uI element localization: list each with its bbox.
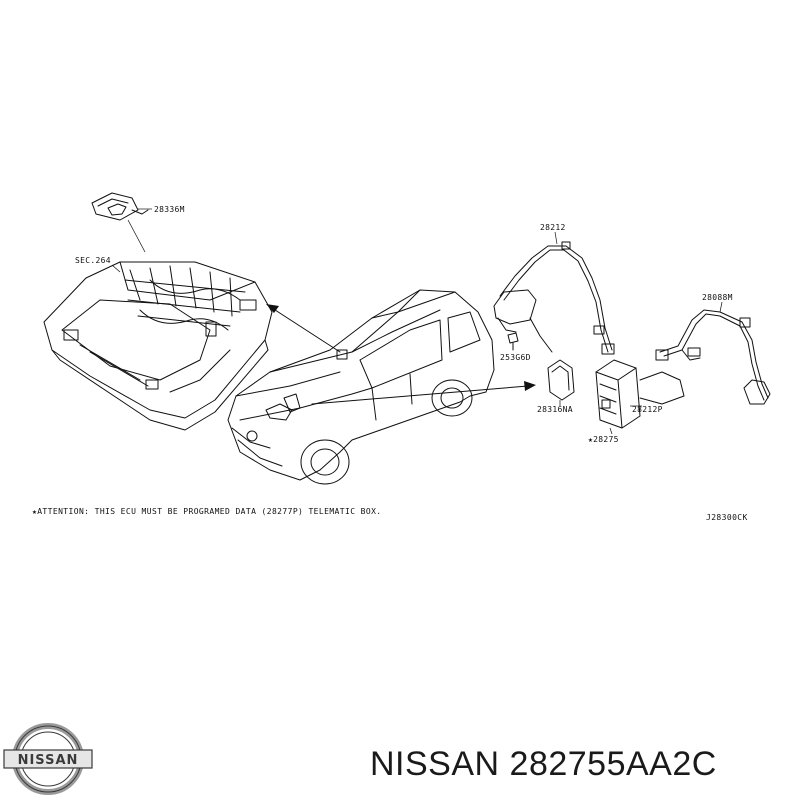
overhead-console — [43, 261, 273, 431]
telematic-control-unit — [595, 359, 685, 429]
callout-harness-lower: 28212P — [632, 405, 663, 414]
attention-note: ★ATTENTION: THIS ECU MUST BE PROGRAMED D… — [32, 507, 382, 516]
harness-right — [655, 309, 771, 405]
callout-section: SEC.264 — [75, 256, 111, 265]
callout-harness-upper: 28212 — [540, 223, 566, 232]
clip-part — [507, 332, 519, 351]
nissan-logo: NISSAN — [3, 723, 93, 795]
callout-microphone: 28336M — [154, 205, 185, 214]
arrow-to-console — [266, 304, 341, 353]
vehicle — [227, 289, 495, 485]
nissan-logo-text: NISSAN — [18, 753, 79, 768]
harness-upper — [493, 241, 615, 355]
callout-bracket: 28316NA — [537, 405, 573, 414]
harness-right-leader — [719, 301, 723, 313]
microphone-part — [91, 192, 149, 253]
diagram-code: J28300CK — [706, 513, 748, 522]
callout-control-unit: ★28275 — [588, 435, 619, 444]
bracket-part — [547, 359, 575, 401]
control-unit-leader — [609, 427, 613, 435]
arrow-to-telematic-unit — [311, 381, 536, 405]
harness-upper-leader — [554, 231, 558, 245]
section-leader — [111, 264, 121, 273]
part-title: NISSAN 282755AA2C — [370, 745, 717, 783]
callout-clip: 253G6D — [500, 353, 531, 362]
callout-harness-right: 28088M — [702, 293, 733, 302]
